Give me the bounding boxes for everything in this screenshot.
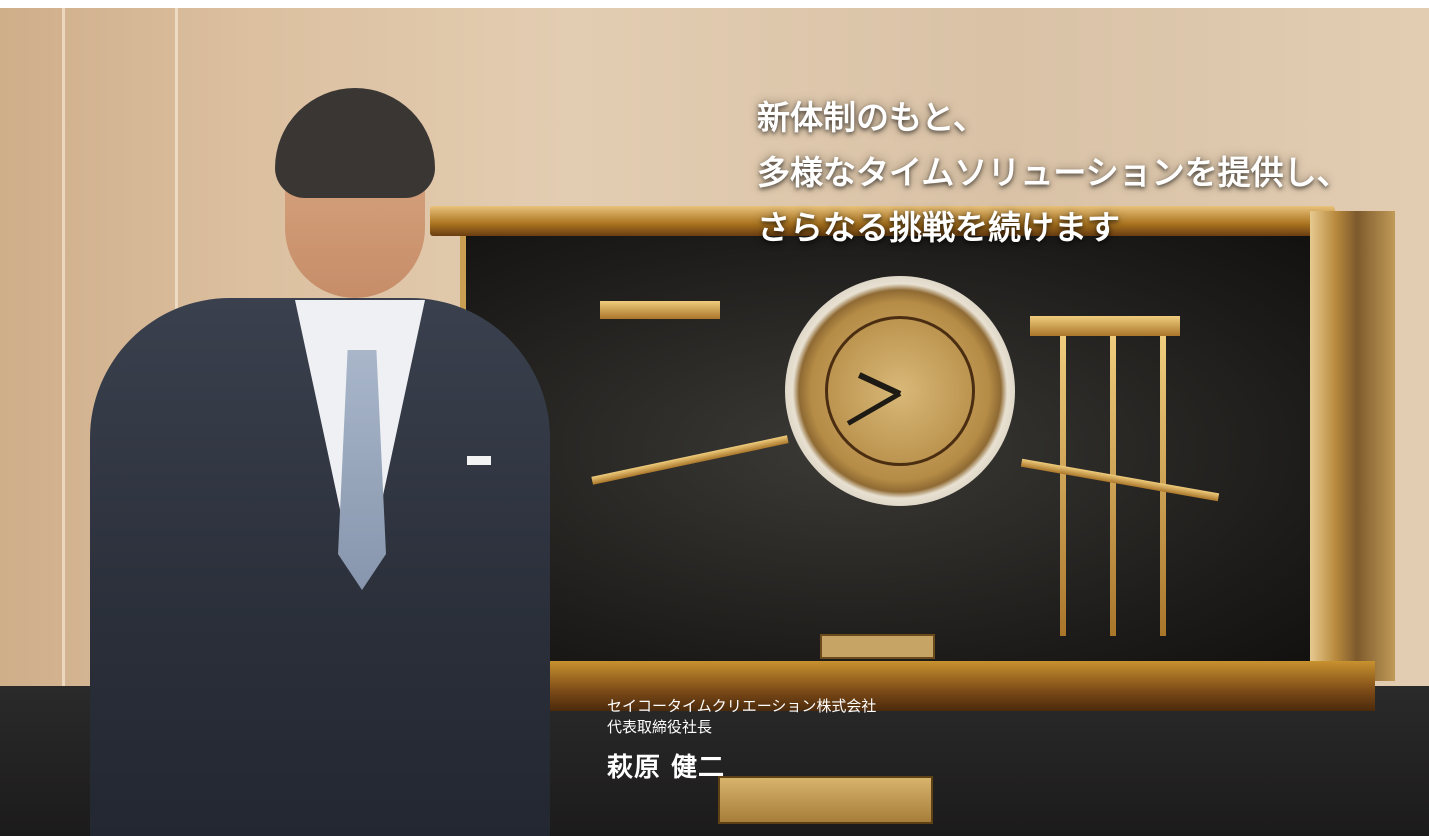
headline: 新体制のもと、 多様なタイムソリューションを提供し、 さらなる挑戦を続けます [757, 90, 1350, 255]
hero-photo: 新体制のもと、 多様なタイムソリューションを提供し、 さらなる挑戦を続けます セ… [0, 8, 1429, 836]
clock-case-top [430, 206, 1335, 236]
clock-case-side [1310, 211, 1395, 681]
company-name: セイコータイムクリエーション株式会社 [607, 697, 877, 715]
clock-mechanism [1030, 316, 1180, 336]
wall-joint [62, 8, 65, 836]
headline-line-1: 新体制のもと、 [757, 98, 987, 137]
hair [275, 88, 435, 198]
person-name: 萩原 健二 [607, 753, 726, 783]
clock-dial-ring [825, 316, 975, 466]
clock-rod [1060, 336, 1066, 636]
clock-case-base [480, 661, 1375, 711]
rondeau-nameplate [718, 776, 933, 824]
clock-minute-hand [857, 372, 902, 397]
headline-line-3: さらなる挑戦を続けます [757, 208, 1120, 247]
clock-dial [785, 276, 1015, 506]
president-portrait [90, 78, 550, 836]
seiko-plaque-logo [820, 634, 935, 659]
person-caption: セイコータイムクリエーション株式会社 代表取締役社長 萩原 健二 [607, 696, 876, 788]
headline-line-2: 多様なタイムソリューションを提供し、 [757, 153, 1350, 192]
clock-rod [1110, 336, 1116, 636]
pocket-square [467, 456, 491, 465]
job-title: 代表取締役社長 [607, 718, 713, 736]
clock-hour-hand [846, 391, 902, 426]
clock-mechanism [600, 301, 720, 319]
necktie [338, 350, 386, 590]
mechanical-clock [420, 206, 1395, 711]
